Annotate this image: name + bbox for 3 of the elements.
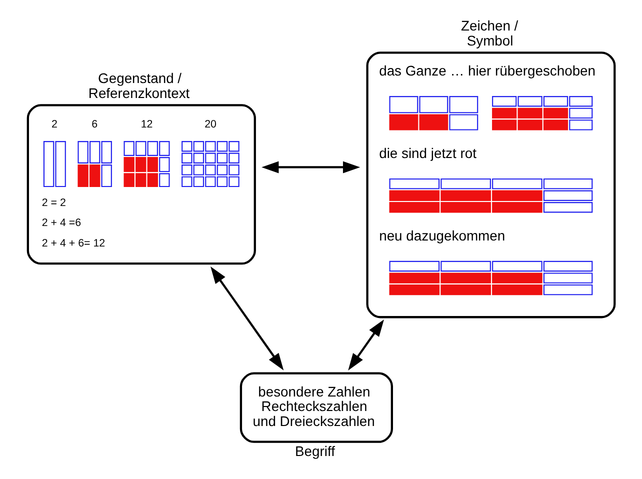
node-label: Zeichen / Symbol [460, 18, 518, 49]
node-label: Begriff [295, 443, 335, 460]
node-label: Gegenstand / Referenzkontext [88, 70, 190, 102]
